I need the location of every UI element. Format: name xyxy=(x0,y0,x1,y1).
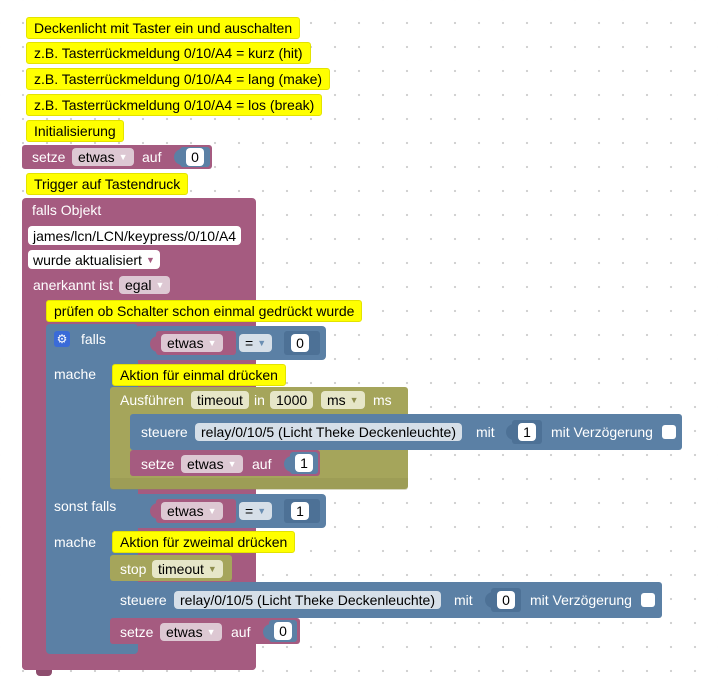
chevron-down-icon: ▼ xyxy=(207,564,217,574)
operator-dropdown[interactable]: =▼ xyxy=(239,334,273,352)
variable-name: etwas xyxy=(166,624,203,640)
delay-checkbox[interactable] xyxy=(662,425,676,439)
set-block-init[interactable]: setze etwas▼ auf 0 xyxy=(22,145,212,169)
trigger-bottom-notch xyxy=(36,670,52,676)
number-value[interactable]: 1 xyxy=(291,502,309,520)
variable-dropdown[interactable]: etwas▼ xyxy=(161,334,223,352)
comment-break[interactable]: z.B. Tasterrückmeldung 0/10/A4 = los (br… xyxy=(26,94,323,116)
event-text: wurde aktualisiert xyxy=(33,251,142,268)
timeout-name-field[interactable]: timeout xyxy=(191,391,249,409)
variable-dropdown[interactable]: etwas▼ xyxy=(160,623,222,641)
chevron-down-icon: ▼ xyxy=(257,338,267,348)
stop-name: timeout xyxy=(158,561,204,577)
operator-dropdown[interactable]: =▼ xyxy=(239,502,273,520)
number-value[interactable]: 1 xyxy=(518,423,536,441)
control-label: steuere xyxy=(141,424,188,440)
chevron-down-icon: ▼ xyxy=(257,506,267,516)
ack-value: egal xyxy=(125,277,152,293)
set-label: setze xyxy=(141,456,175,472)
chevron-down-icon: ▼ xyxy=(227,459,237,469)
number-value[interactable]: 1 xyxy=(295,454,313,472)
timeout-block-footer xyxy=(110,478,408,490)
with-label: mit xyxy=(454,592,473,608)
elseif-label: sonst falls xyxy=(54,498,117,514)
number-value[interactable]: 0 xyxy=(497,591,515,609)
variable-dropdown[interactable]: etwas▼ xyxy=(161,502,223,520)
device-field[interactable]: relay/0/10/5 (Licht Theke Deckenleuchte) xyxy=(174,591,441,609)
chevron-down-icon: ▼ xyxy=(349,395,359,405)
to-label: auf xyxy=(231,624,251,640)
execute-label: Ausführen xyxy=(120,392,184,408)
object-id-field[interactable]: james/lcn/LCN/keypress/0/10/A4 xyxy=(28,226,242,245)
variable-name: etwas xyxy=(78,149,115,165)
comment-make[interactable]: z.B. Tasterrückmeldung 0/10/A4 = lang (m… xyxy=(26,68,331,90)
variable-name: etwas xyxy=(187,456,224,472)
comment-trigger[interactable]: Trigger auf Tastendruck xyxy=(26,173,189,195)
number-value[interactable]: 0 xyxy=(186,148,204,166)
operator: = xyxy=(245,335,254,351)
value-connector xyxy=(485,592,494,608)
stop-label: stop xyxy=(120,561,147,577)
in-label: in xyxy=(254,392,265,408)
chevron-down-icon: ▼ xyxy=(206,627,216,637)
variable-name: etwas xyxy=(167,503,204,519)
unit-value: ms xyxy=(327,392,346,408)
control-label: steuere xyxy=(120,592,167,608)
variable-name: etwas xyxy=(167,335,204,351)
ack-label: anerkannt ist xyxy=(33,277,114,293)
device-field[interactable]: relay/0/10/5 (Licht Theke Deckenleuchte) xyxy=(195,423,462,441)
comment-once[interactable]: Aktion für einmal drücken xyxy=(112,364,286,386)
gear-icon[interactable]: ⚙ xyxy=(54,331,70,347)
number-value[interactable]: 0 xyxy=(274,622,292,640)
chevron-down-icon: ▼ xyxy=(118,152,128,162)
compare-connector xyxy=(150,336,159,352)
then-label: mache xyxy=(54,366,97,382)
to-label: auf xyxy=(142,149,162,165)
set-label: setze xyxy=(32,149,66,165)
then-label-2: mache xyxy=(54,534,97,550)
value-connector xyxy=(506,424,515,440)
delay-checkbox[interactable] xyxy=(641,593,655,607)
trigger-block-footer xyxy=(22,658,256,670)
set-label: setze xyxy=(120,624,154,640)
chevron-down-icon: ▼ xyxy=(155,280,165,290)
chevron-down-icon: ▼ xyxy=(207,338,217,348)
number-value[interactable]: 0 xyxy=(291,334,309,352)
chevron-down-icon: ▼ xyxy=(207,506,217,516)
unit-suffix-label: ms xyxy=(373,392,392,408)
with-label: mit xyxy=(476,424,495,440)
comment-init[interactable]: Initialisierung xyxy=(26,120,124,142)
value-connector xyxy=(284,456,293,472)
chevron-down-icon: ▼ xyxy=(145,254,155,265)
variable-dropdown[interactable]: etwas▼ xyxy=(72,148,134,166)
if-label: falls xyxy=(81,331,106,347)
trigger-label: falls Objekt xyxy=(32,202,102,218)
event-dropdown[interactable]: wurde aktualisiert▼ xyxy=(28,250,160,269)
delay-input[interactable]: 1000 xyxy=(270,391,314,409)
operator: = xyxy=(245,503,254,519)
compare-connector xyxy=(150,503,159,519)
ack-dropdown[interactable]: egal▼ xyxy=(119,276,171,294)
stop-name-dropdown[interactable]: timeout▼ xyxy=(152,560,223,578)
delay-label: mit Verzögerung xyxy=(530,592,632,608)
delay-label: mit Verzögerung xyxy=(551,424,653,440)
comment-hit[interactable]: z.B. Tasterrückmeldung 0/10/A4 = kurz (h… xyxy=(26,42,311,64)
comment-twice[interactable]: Aktion für zweimal drücken xyxy=(112,531,296,553)
unit-dropdown[interactable]: ms▼ xyxy=(321,391,365,409)
comment-check[interactable]: prüfen ob Schalter schon einmal gedrückt… xyxy=(46,300,363,322)
value-connector xyxy=(263,624,272,640)
to-label: auf xyxy=(252,456,272,472)
comment-title[interactable]: Deckenlicht mit Taster ein und auschalte… xyxy=(26,17,301,39)
input-connector xyxy=(174,149,183,165)
variable-dropdown[interactable]: etwas▼ xyxy=(181,455,243,473)
